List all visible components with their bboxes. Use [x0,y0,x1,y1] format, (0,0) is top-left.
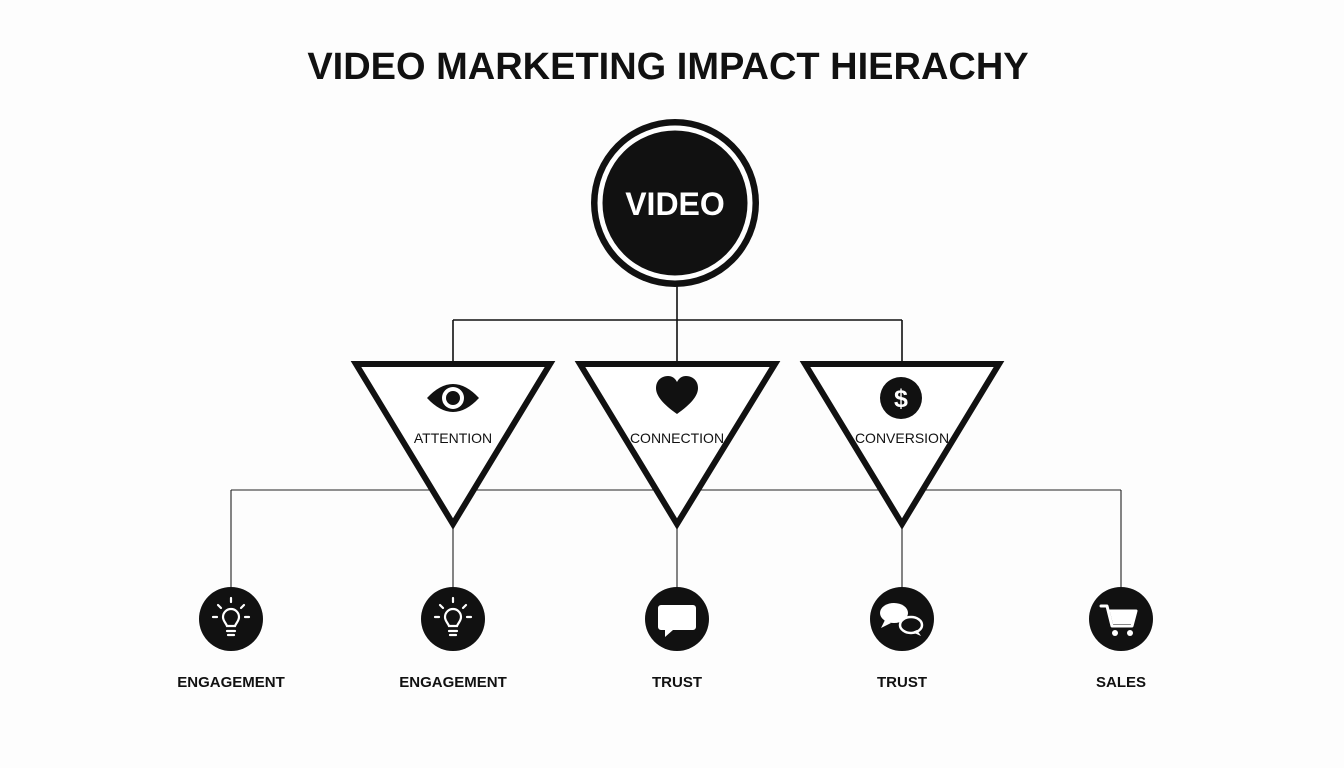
outcome-sales: SALES [1089,587,1153,691]
heart-icon [656,376,698,414]
stage-connection: CONNECTION [574,361,781,530]
svg-text:$: $ [894,385,908,413]
root-node: VIDEO [591,119,759,287]
lightbulb-icon [433,596,473,637]
eye-icon [427,384,479,412]
outcome-engagement-2: ENGAGEMENT [399,587,507,691]
dollar-icon: $ [880,377,922,419]
outcome-trust-2: TRUST [870,587,934,691]
chat-bubbles-icon [880,603,924,636]
stage-conversion: $ CONVERSION [799,361,1005,530]
lightbulb-icon [211,596,251,637]
stage-label: ATTENTION [414,430,492,446]
stage-attention: ATTENTION [350,361,556,530]
outcome-label: ENGAGEMENT [177,674,285,691]
diagram-title: VIDEO MARKETING IMPACT HIERACHY [307,46,1028,88]
stage-label: CONVERSION [855,430,949,446]
chat-bubble-icon [658,605,696,637]
outcome-label: ENGAGEMENT [399,674,507,691]
outcome-label: SALES [1096,674,1146,691]
outcome-trust-1: TRUST [645,587,709,691]
outcome-label: TRUST [652,674,702,691]
outcome-label: TRUST [877,674,927,691]
root-label: VIDEO [625,186,725,222]
outcome-engagement-1: ENGAGEMENT [177,587,285,691]
shopping-cart-icon [1099,604,1138,636]
stage-label: CONNECTION [630,430,724,446]
root-connectors [452,286,903,363]
